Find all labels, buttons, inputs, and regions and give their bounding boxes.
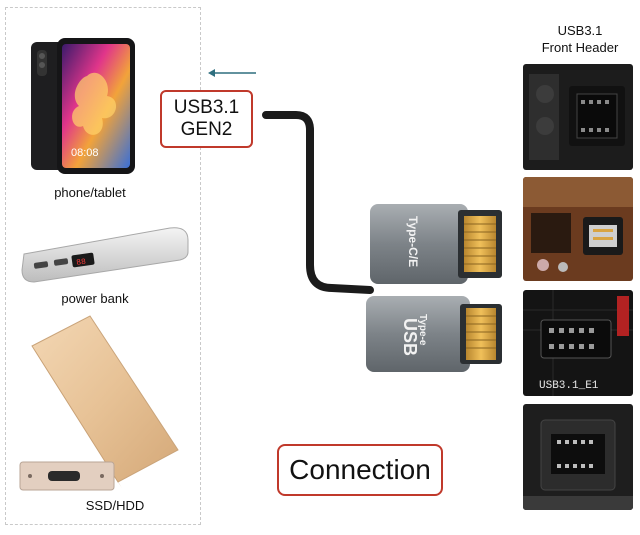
ssd-image xyxy=(18,312,183,494)
adapter-bottom-print1: Type-e xyxy=(417,314,428,346)
header-title-line2: Front Header xyxy=(541,40,619,55)
connection-label: Connection xyxy=(277,444,443,496)
motherboard-photo-1 xyxy=(523,64,633,170)
power-bank-image: 88 xyxy=(20,224,192,286)
motherboard-photo-2 xyxy=(523,177,633,281)
svg-text:88: 88 xyxy=(76,258,87,268)
device-panel xyxy=(5,7,201,525)
adapter-illustration: Type-C/E Type-e USB xyxy=(262,100,514,390)
motherboard-print: USB3.1_E1 xyxy=(539,380,599,392)
front-header-title: USB3.1 Front Header xyxy=(520,22,640,56)
usb-gen-label: USB3.1 GEN2 xyxy=(160,90,253,148)
power-bank-caption: power bank xyxy=(61,291,129,306)
usb-label-line2: GEN2 xyxy=(180,119,233,140)
adapter-bottom-print2: USB xyxy=(400,318,420,356)
header-title-line1: USB3.1 xyxy=(557,23,603,38)
ssd-caption: SSD/HDD xyxy=(85,498,145,513)
phone-image: 08:08 xyxy=(27,36,137,176)
motherboard-photo-3: USB3.1_E1 xyxy=(523,290,633,396)
phone-clock: 08:08 xyxy=(71,147,99,159)
adapter-bottom: Type-e USB xyxy=(366,296,502,372)
arrow-left-icon xyxy=(206,66,258,78)
usb-label-line1: USB3.1 xyxy=(173,97,240,118)
motherboard-photo-4 xyxy=(523,404,633,510)
adapter-top: Type-C/E xyxy=(370,204,502,284)
phone-caption: phone/tablet xyxy=(54,185,126,200)
adapter-top-print: Type-C/E xyxy=(406,216,420,267)
